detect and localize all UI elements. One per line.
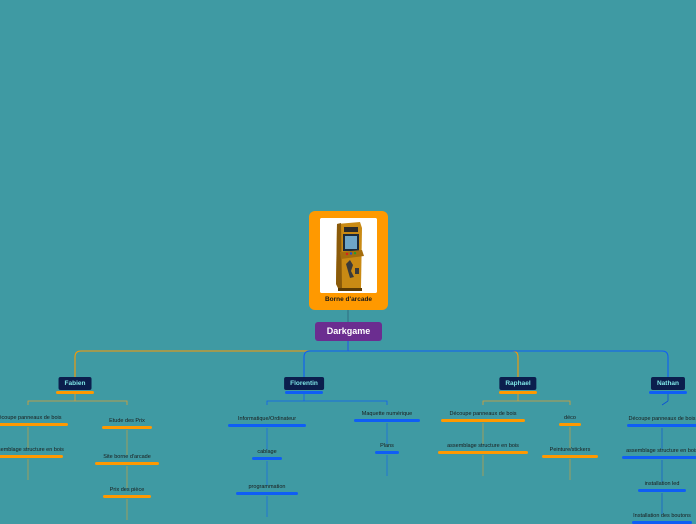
- leaf-underline: [542, 455, 598, 458]
- branch-connector: [348, 341, 518, 377]
- sub-bus: [28, 401, 127, 405]
- leaf-underline: [236, 492, 298, 495]
- leaf-label[interactable]: Peinture/stickers: [550, 447, 591, 454]
- leaf-label[interactable]: Découpe panneaux de bois: [0, 415, 61, 422]
- branch-name-florentin[interactable]: Florentin: [284, 377, 324, 390]
- leaf-underline: [252, 457, 282, 460]
- branch-connector: [75, 341, 348, 377]
- branch-name-raphael[interactable]: Raphael: [499, 377, 536, 390]
- leaf-label[interactable]: Découpe panneaux de bois: [450, 411, 517, 418]
- central-image-caption: Borne d'arcade: [309, 296, 388, 303]
- arcade-cabinet-icon: [320, 218, 377, 293]
- leaf-label[interactable]: déco: [564, 415, 576, 422]
- leaf-underline: [0, 455, 63, 458]
- leaf-underline: [441, 419, 525, 422]
- leaf-underline: [95, 462, 159, 465]
- leaf-label[interactable]: assemblage structure en bois: [626, 448, 696, 455]
- branch-name-fabien[interactable]: Fabien: [59, 377, 92, 390]
- sub-bus: [483, 401, 570, 405]
- leaf-underline: [0, 423, 68, 426]
- leaf-underline: [102, 426, 152, 429]
- leaf-label[interactable]: cablage: [257, 449, 276, 456]
- leaf-label[interactable]: Plans: [380, 443, 394, 450]
- leaf-label[interactable]: assemblage structure en bois: [447, 443, 519, 450]
- branch-name-underline: [499, 391, 537, 394]
- leaf-label[interactable]: assemblage structure en bois: [0, 447, 64, 454]
- leaf-label[interactable]: Informatique/Ordinateur: [238, 416, 296, 423]
- leaf-label[interactable]: Site borne d'arcade: [103, 454, 151, 461]
- leaf-underline: [559, 423, 581, 426]
- branch-connector: [304, 341, 348, 377]
- leaf-label[interactable]: Etude des Prix: [109, 418, 145, 425]
- leaf-underline: [622, 456, 696, 459]
- leaf-underline: [375, 451, 399, 454]
- leaf-underline: [228, 424, 306, 427]
- leaf-underline: [354, 419, 420, 422]
- sub-bus: [662, 401, 668, 405]
- sub-bus: [267, 401, 387, 405]
- root-topic[interactable]: Darkgame: [315, 322, 382, 341]
- branch-name-nathan[interactable]: Nathan: [651, 377, 685, 390]
- branch-name-underline: [285, 391, 323, 394]
- branch-name-underline: [56, 391, 94, 394]
- branch-name-underline: [649, 391, 687, 394]
- leaf-label[interactable]: Prix des pièce: [110, 487, 145, 494]
- leaf-underline: [638, 489, 686, 492]
- leaf-underline: [627, 424, 696, 427]
- leaf-label[interactable]: Installation des boutons: [633, 513, 691, 520]
- leaf-underline: [438, 451, 528, 454]
- leaf-label[interactable]: Maquette numérique: [362, 411, 412, 418]
- leaf-label[interactable]: programmation: [249, 484, 286, 491]
- leaf-label[interactable]: installation led: [645, 481, 680, 488]
- branch-connector: [348, 341, 668, 377]
- leaf-label[interactable]: Découpe panneaux de bois: [629, 416, 696, 423]
- central-image-card[interactable]: Borne d'arcade: [309, 211, 388, 310]
- leaf-underline: [103, 495, 151, 498]
